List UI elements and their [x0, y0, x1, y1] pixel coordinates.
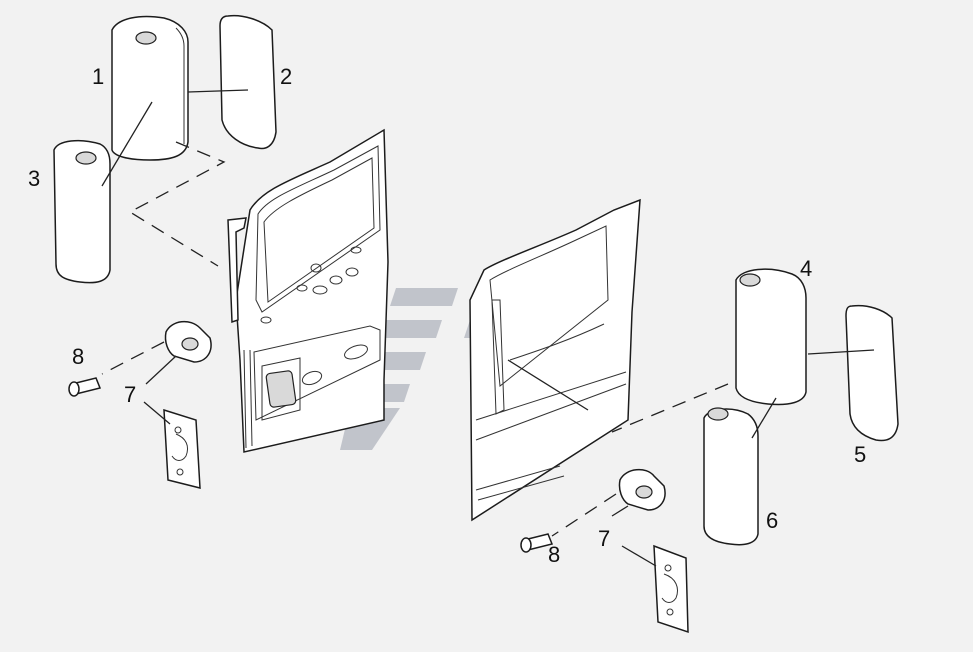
- callout-4: 4: [800, 256, 812, 281]
- left-mirror-lower-housing: [53, 139, 111, 284]
- right-door: [469, 198, 641, 522]
- right-mirror-upper-housing: [735, 268, 807, 406]
- left-bracket-plate: [163, 408, 201, 489]
- leader-lines: [101, 89, 875, 567]
- right-clamp: [618, 468, 666, 511]
- callout-8-right: 8: [548, 542, 560, 567]
- callout-6: 6: [766, 508, 778, 533]
- right-bracket-plate: [653, 544, 689, 634]
- callout-5: 5: [854, 442, 866, 467]
- callout-1: 1: [92, 64, 104, 89]
- left-bolt: [68, 377, 102, 397]
- callout-7-left: 7: [124, 382, 136, 407]
- callout-2: 2: [280, 64, 292, 89]
- right-mirror-glass: [845, 304, 899, 442]
- left-mirror-glass: [219, 14, 277, 150]
- callout-8-left: 8: [72, 344, 84, 369]
- callout-3: 3: [28, 166, 40, 191]
- left-clamp: [164, 320, 212, 363]
- right-bolt: [520, 533, 554, 553]
- left-mirror-upper-housing: [111, 15, 189, 161]
- assembly-dash-lines: [101, 141, 729, 537]
- left-door: [227, 128, 389, 453]
- callout-7-right: 7: [598, 526, 610, 551]
- right-mirror-lower-housing: [703, 407, 759, 546]
